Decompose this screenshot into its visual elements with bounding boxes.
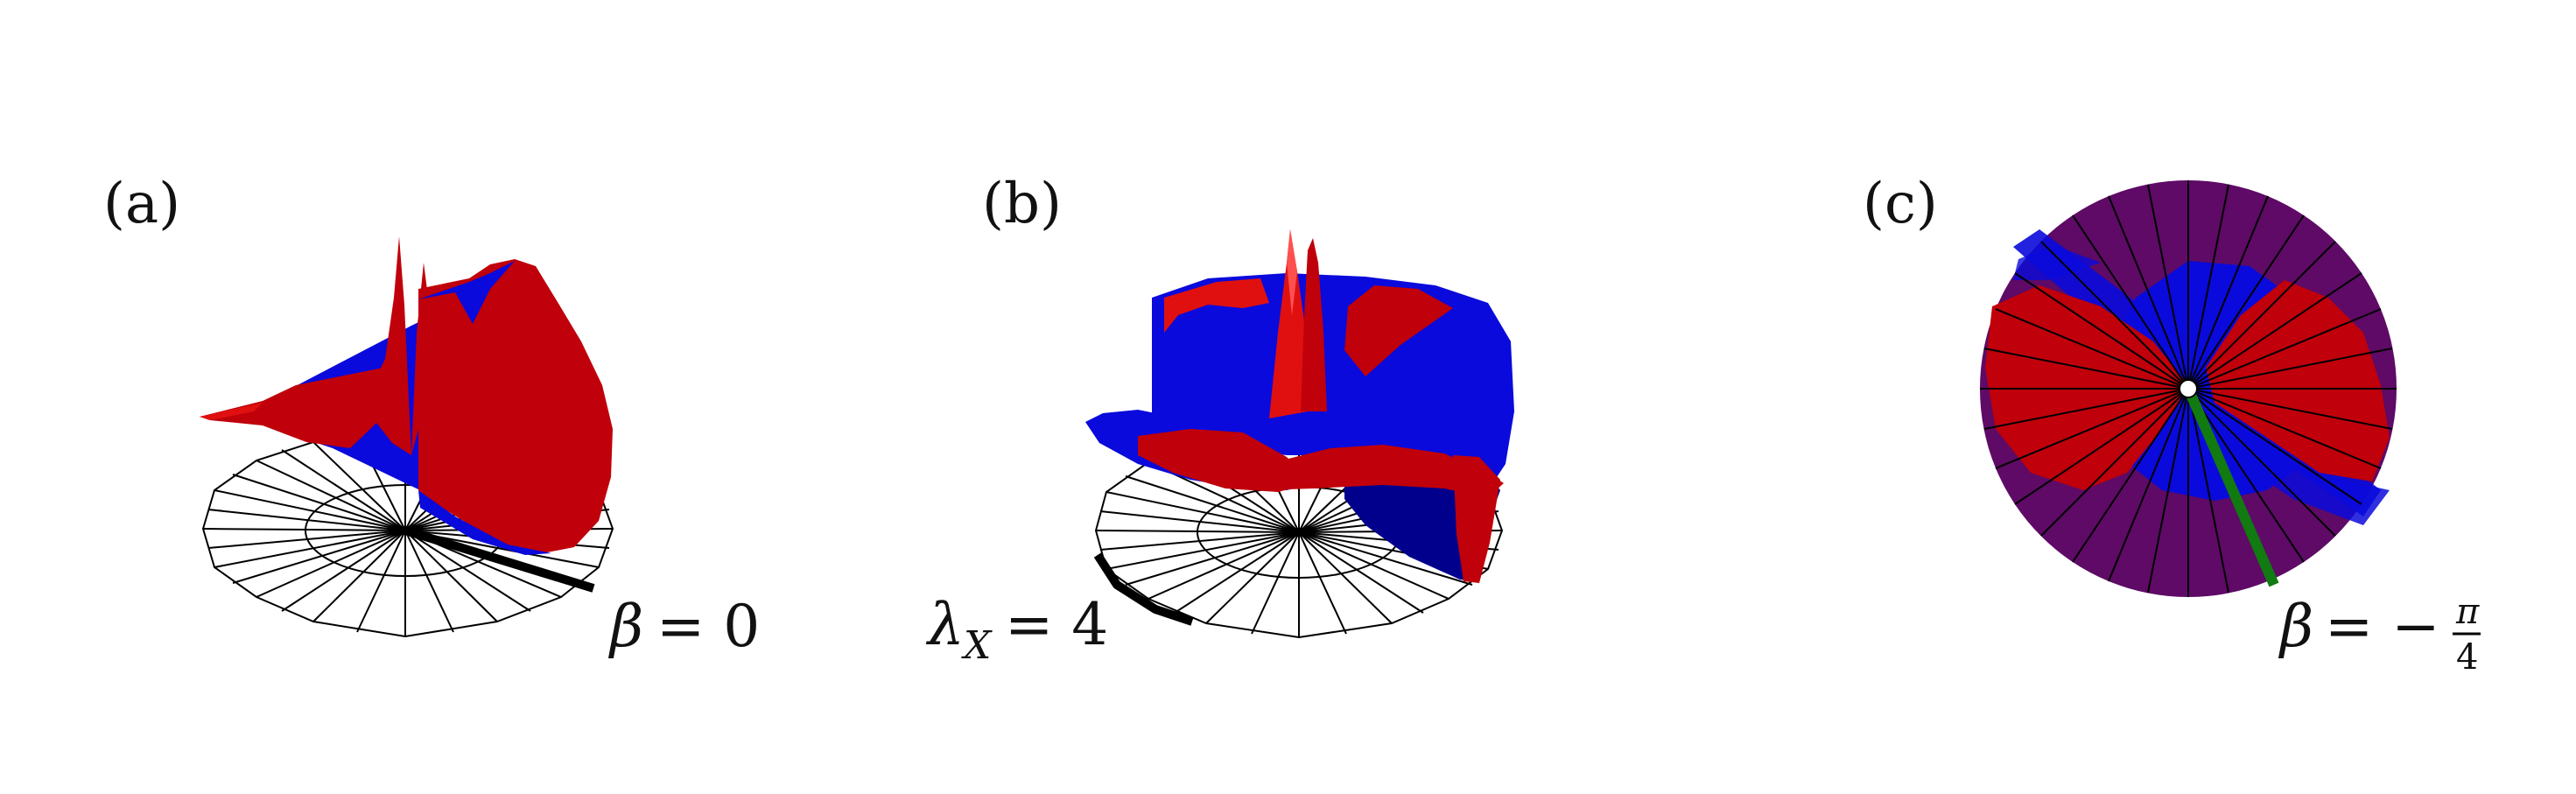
beta-denominator-c: 4 [2456,637,2478,678]
panel-label-a: (a) [103,172,180,236]
beta-numerator-c: π [2455,592,2480,632]
polar-grid-c [1980,180,2397,597]
surface-a [200,236,613,555]
beta-value-a: = 0 [656,593,760,660]
disk-center-c [2179,379,2198,398]
annotation-a: β = 0 [607,593,760,660]
grid-center-b [1292,528,1306,537]
beta-value-c: = − [2325,593,2440,660]
annotation-b: λ X = 4 [925,591,1108,668]
panel-label-b: (b) [982,172,1062,236]
panel-c: (c) [1863,172,2481,678]
annotation-c: β = − π 4 [2278,592,2481,678]
beta-symbol-a: β [607,593,643,660]
beta-line-a [404,526,595,593]
lambda-subscript-b: X [961,623,993,668]
panel-label-c: (c) [1863,172,1938,236]
lambda-path-b [1093,552,1194,626]
surface-b [1085,229,1514,583]
panel-a: (a) [103,172,760,660]
lambda-value-b: = 4 [1005,591,1108,658]
panel-b: (b) [925,172,1514,668]
beta-symbol-c: β [2278,593,2313,660]
beta-line-c [2183,386,2279,587]
lambda-symbol-b: λ [925,591,965,658]
grid-spokes-c [1980,180,2397,597]
